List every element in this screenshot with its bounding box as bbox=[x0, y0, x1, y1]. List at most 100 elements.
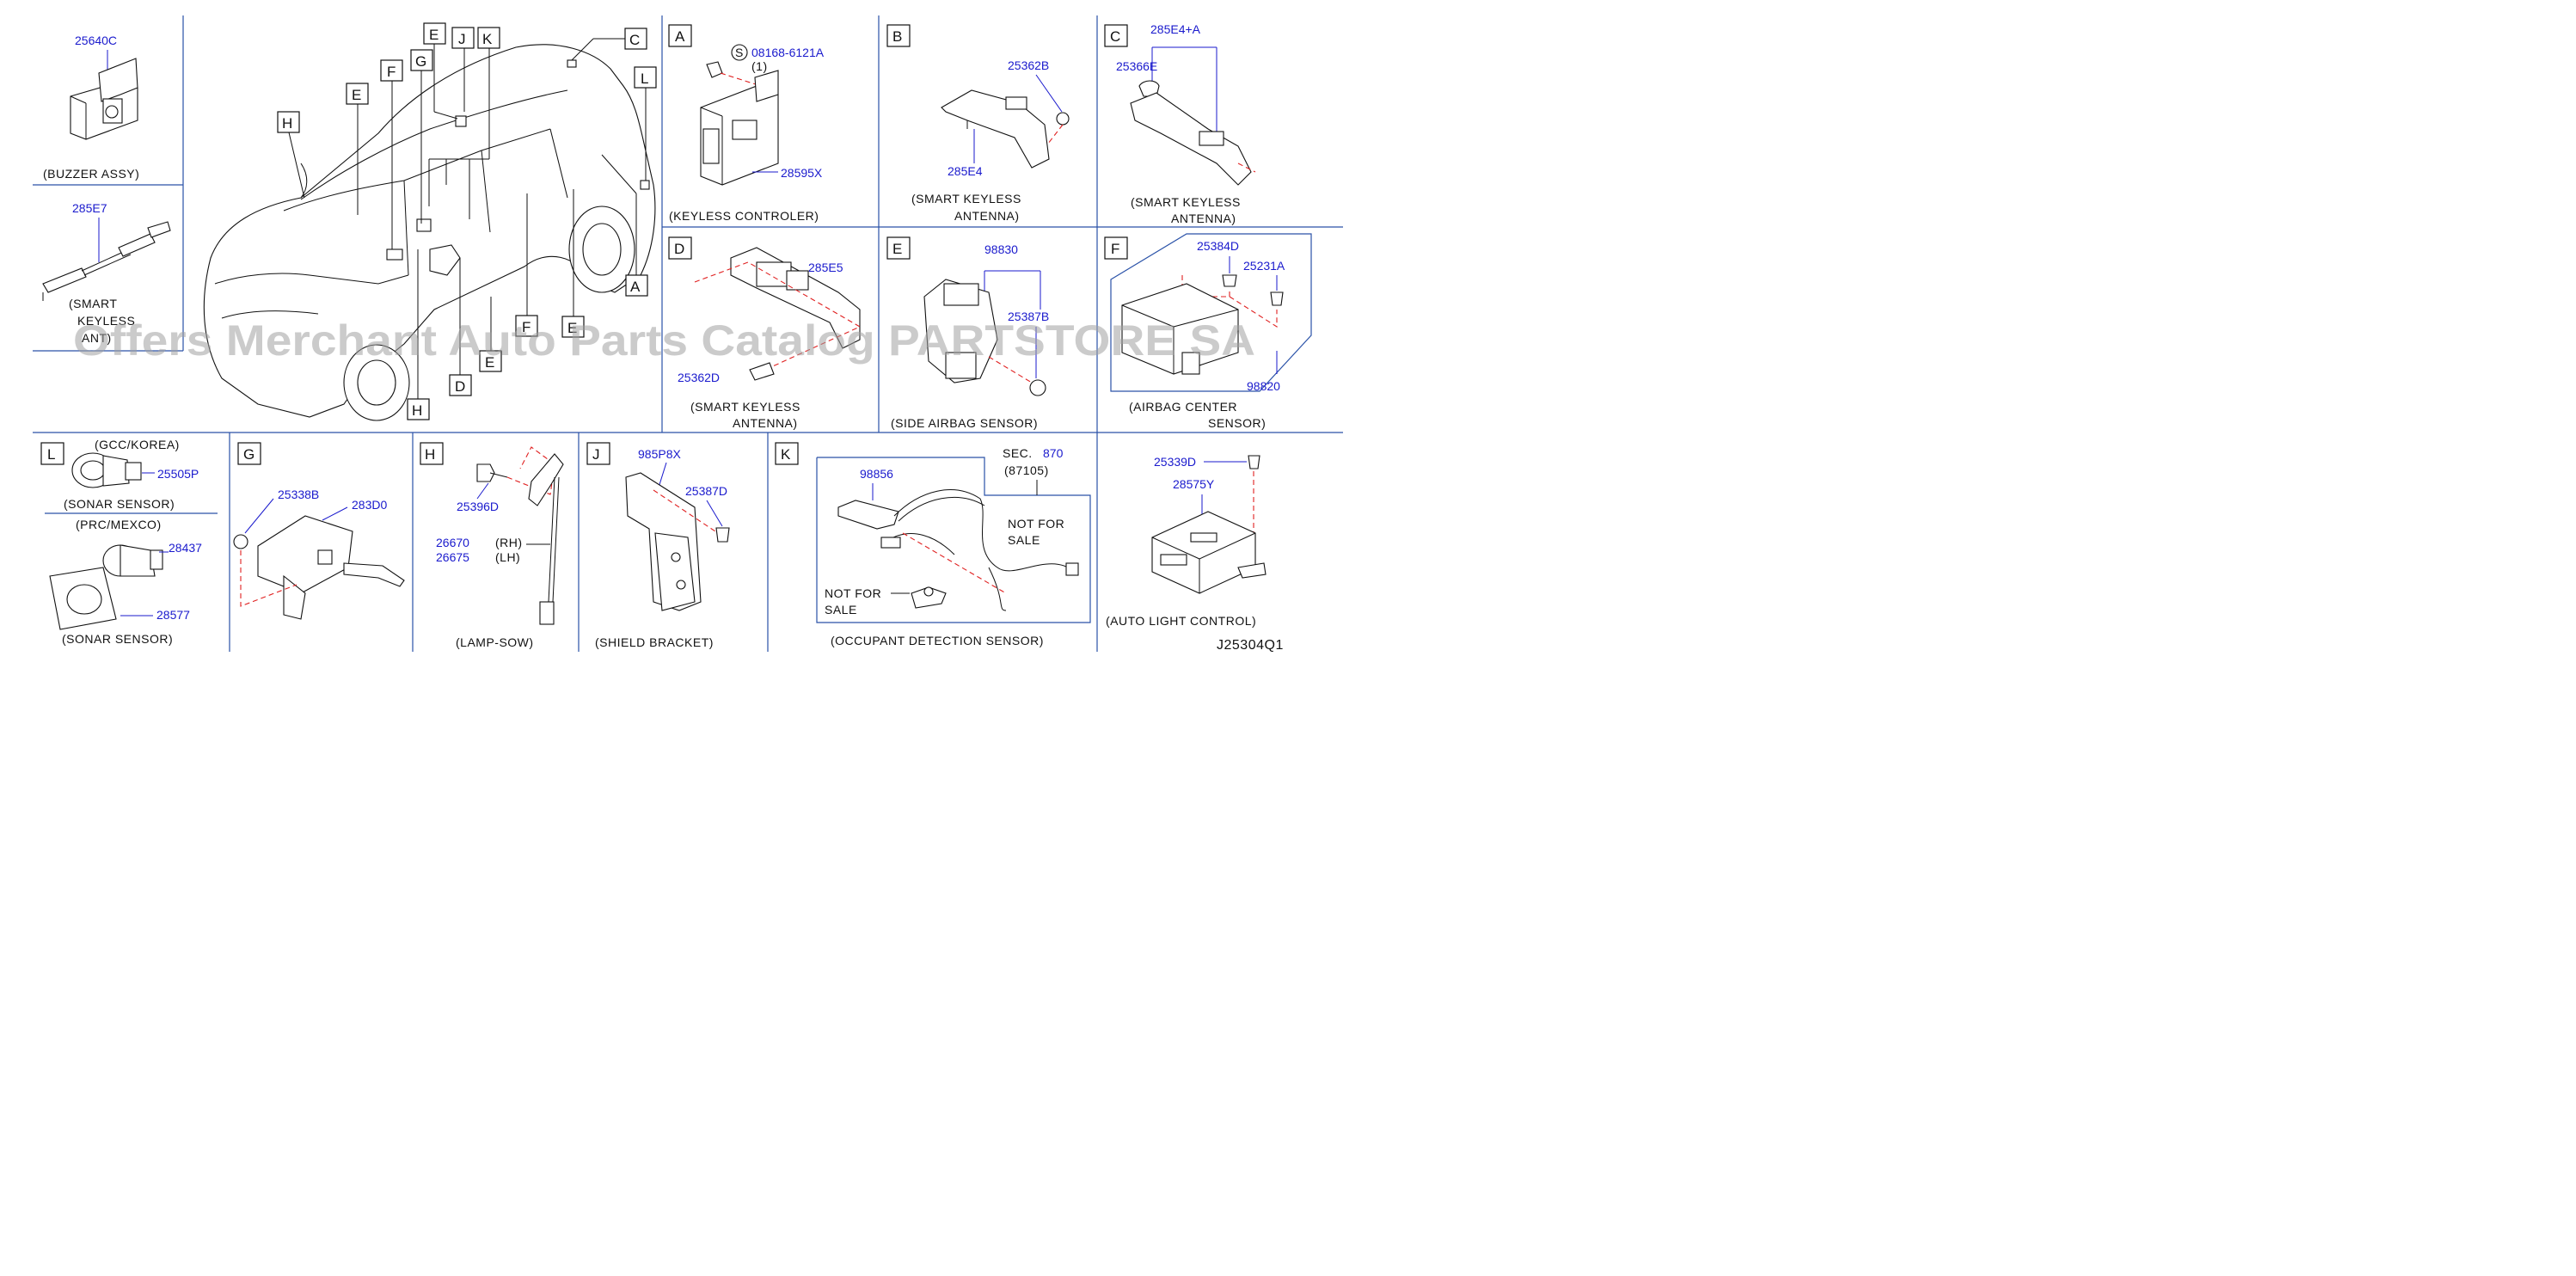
panel-f-caption-2: SENSOR) bbox=[1208, 416, 1266, 430]
panel-c-clip-number: 25366E bbox=[1116, 59, 1157, 73]
occupant-sensor-drawing bbox=[837, 489, 1079, 611]
auto-light-caption: (AUTO LIGHT CONTROL) bbox=[1106, 614, 1256, 628]
panel-h-part-lh: 26675 bbox=[436, 550, 469, 564]
panel-a-letter: A bbox=[675, 28, 685, 45]
panel-auto-light: 25339D 28575Y (AUTO LIGHT CONTROL) bbox=[1106, 455, 1267, 628]
panel-l: L (GCC/KOREA) 25505P (SONAR SENSOR) (PRC… bbox=[40, 438, 202, 646]
callout-h-top: H bbox=[282, 115, 292, 132]
panel-j: J 985P8X 25387D (SHIELD BRACKET) bbox=[586, 442, 730, 649]
callout-d: D bbox=[455, 378, 465, 395]
panel-j-caption: (SHIELD BRACKET) bbox=[595, 635, 714, 649]
callout-k: K bbox=[482, 31, 493, 47]
buzzer-caption: (BUZZER ASSY) bbox=[43, 167, 139, 181]
buzzer-part-number: 25640C bbox=[75, 34, 117, 47]
panel-f-letter: F bbox=[1111, 241, 1119, 257]
panel-d-part-number: 285E5 bbox=[808, 261, 843, 274]
panel-k-sec-label: SEC. bbox=[1003, 446, 1033, 460]
panel-b-letter: B bbox=[892, 28, 902, 45]
panel-f: F 25384D 25231A 98820 (AIRBAG CENTER SEN… bbox=[1104, 233, 1312, 430]
diagram-id: J25304Q1 bbox=[1217, 638, 1284, 652]
panel-g-nut-number: 25338B bbox=[278, 488, 319, 501]
antenna-left-caption-3: ANT) bbox=[82, 331, 112, 345]
panel-b-caption-2: ANTENNA) bbox=[954, 209, 1020, 223]
panel-e-part-number: 98830 bbox=[984, 242, 1018, 256]
shield-bracket-drawing bbox=[625, 472, 702, 611]
antenna-left-part-number: 285E7 bbox=[72, 201, 107, 215]
panel-k-letter: K bbox=[781, 446, 791, 463]
panel-a-bolt-number: 08168-6121A bbox=[751, 46, 825, 59]
panel-e-nut-number: 25387B bbox=[1008, 310, 1049, 323]
panel-k-nfs1-line2: SALE bbox=[1008, 533, 1040, 547]
buzzer-panel: 25640C (BUZZER ASSY) bbox=[43, 34, 139, 181]
panel-f-bolt1-number: 25384D bbox=[1197, 239, 1239, 253]
panel-h-caption: (LAMP-SOW) bbox=[456, 635, 534, 649]
auto-light-module-drawing bbox=[1151, 511, 1267, 594]
panel-e-letter: E bbox=[892, 241, 902, 257]
panel-f-part-number: 98820 bbox=[1247, 379, 1280, 393]
panel-a-bolt-qty: (1) bbox=[751, 59, 768, 73]
panel-a-caption: (KEYLESS CONTROLER) bbox=[669, 209, 819, 223]
keyless-controller-drawing bbox=[700, 70, 779, 186]
buzzer-drawing bbox=[70, 58, 138, 140]
panel-dividers bbox=[33, 15, 1343, 652]
panel-k-sec-number: 870 bbox=[1043, 446, 1064, 460]
antenna-left-panel: 285E7 (SMART KEYLESS ANT) bbox=[42, 201, 171, 345]
panel-h-letter: H bbox=[425, 446, 435, 463]
panel-a-part-number: 28595X bbox=[781, 166, 823, 180]
callout-e-left: E bbox=[352, 87, 361, 103]
height-sensor-drawing bbox=[528, 453, 564, 625]
antenna-b-drawing bbox=[941, 89, 1050, 169]
callout-j: J bbox=[458, 31, 466, 47]
panel-k-nfs2-line2: SALE bbox=[825, 603, 857, 617]
panel-c: C 285E4+A 25366E (SMART KEYLESS ANTENNA) bbox=[1104, 22, 1256, 225]
panel-b-part-number: 285E4 bbox=[948, 164, 983, 178]
panel-h-part-rh: 26670 bbox=[436, 536, 469, 549]
panel-g-letter: G bbox=[243, 446, 255, 463]
panel-l-part1-number: 25505P bbox=[157, 467, 199, 481]
sonar-sensor-prc-drawing bbox=[49, 544, 163, 630]
callout-e-top: E bbox=[429, 27, 439, 43]
panel-f-bolt2-number: 25231A bbox=[1243, 259, 1285, 273]
panel-k-part-number: 98856 bbox=[860, 467, 893, 481]
sonar-sensor-gcc-drawing bbox=[71, 452, 142, 488]
vehicle-callouts: E J K C G F E L H A F E E D H bbox=[277, 22, 657, 420]
panel-c-assy-number: 285E4+A bbox=[1150, 22, 1201, 36]
callout-l: L bbox=[641, 71, 648, 87]
callout-f-bottom: F bbox=[522, 319, 531, 335]
panel-g: G 25338B 283D0 bbox=[233, 442, 405, 620]
callout-g: G bbox=[415, 53, 426, 70]
callout-h-bottom: H bbox=[412, 402, 422, 419]
panel-e-caption: (SIDE AIRBAG SENSOR) bbox=[891, 416, 1038, 430]
panel-l-region-1: (GCC/KOREA) bbox=[95, 438, 180, 451]
parts-diagram: 25640C (BUZZER ASSY) 285E7 (SMART KEYLES… bbox=[33, 15, 1343, 652]
vehicle-overview bbox=[203, 44, 656, 421]
panel-e: E 98830 25387B (SIDE AIRBAG SENSOR) bbox=[886, 236, 1049, 430]
panel-b: B 25362B 285E4 (SMART KEYLESS ANTENNA) bbox=[886, 24, 1070, 223]
panel-l-part2-number: 28437 bbox=[169, 541, 202, 555]
panel-h: H 25396D 26670 26675 (RH) (LH) (LAMP-SOW… bbox=[420, 442, 564, 649]
callout-e-bottom: E bbox=[485, 354, 494, 371]
panel-d-screw-number: 25362D bbox=[678, 371, 720, 384]
antenna-c-drawing bbox=[1130, 92, 1252, 186]
panel-l-region-2: (PRC/MEXCO) bbox=[76, 518, 162, 531]
callout-c: C bbox=[629, 32, 640, 48]
panel-h-bolt-number: 25396D bbox=[457, 500, 499, 513]
panel-a: A S 08168-6121A (1) 28595X (KEYLESS CONT… bbox=[668, 24, 825, 223]
panel-k-nfs1-line1: NOT FOR bbox=[1008, 517, 1064, 531]
antenna-left-caption-1: (SMART bbox=[69, 297, 117, 310]
panel-d-letter: D bbox=[674, 241, 684, 257]
panel-j-letter: J bbox=[592, 446, 600, 463]
panel-d-caption-1: (SMART KEYLESS bbox=[690, 400, 800, 414]
panel-d-caption-2: ANTENNA) bbox=[733, 416, 798, 430]
panel-k: K SEC. 870 (87105) 98856 NOT FOR SALE NO… bbox=[775, 442, 1091, 647]
callout-a: A bbox=[630, 279, 641, 295]
panel-b-nut-number: 25362B bbox=[1008, 58, 1049, 72]
panel-h-rh-label: (RH) bbox=[495, 536, 523, 549]
panel-c-caption-2: ANTENNA) bbox=[1171, 212, 1236, 225]
panel-k-nfs2-line1: NOT FOR bbox=[825, 586, 881, 600]
auto-light-bolt-number: 25339D bbox=[1154, 455, 1196, 469]
panel-j-bolt-number: 25387D bbox=[685, 484, 727, 498]
panel-l-caption-2: (SONAR SENSOR) bbox=[62, 632, 173, 646]
antenna-left-caption-2: KEYLESS bbox=[77, 314, 135, 328]
panel-l-caption-1: (SONAR SENSOR) bbox=[64, 497, 175, 511]
